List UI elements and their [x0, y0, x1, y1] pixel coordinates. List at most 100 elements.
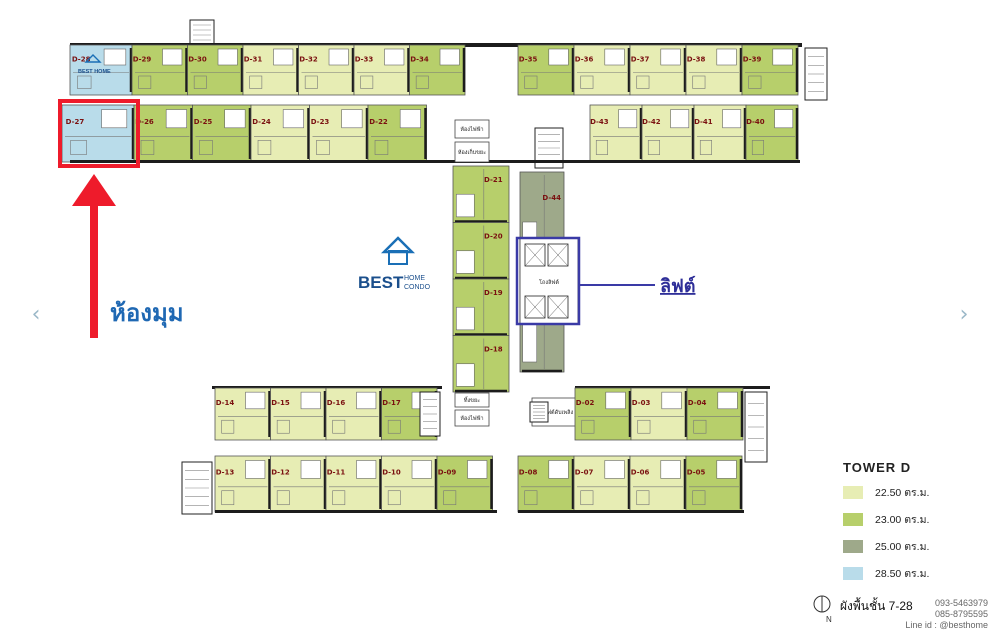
bathroom: [716, 48, 737, 66]
bathroom: [245, 460, 266, 479]
unit-d-43: D-43: [589, 104, 643, 163]
bathroom: [300, 460, 321, 479]
bathroom: [722, 109, 742, 129]
furniture: [636, 75, 650, 89]
bathroom: [774, 109, 794, 129]
bathroom: [467, 460, 488, 479]
unit-label: D-30: [188, 56, 207, 64]
unit-label: D-42: [642, 118, 661, 126]
garbage-room-frame: [454, 141, 490, 163]
unit-label: D-27: [66, 118, 85, 126]
north-arrow-icon: N: [813, 595, 832, 624]
unit-label: D-28: [72, 56, 91, 64]
unit-label: D-14: [216, 399, 235, 407]
furniture: [580, 490, 594, 506]
bathroom: [661, 391, 682, 410]
next-arrow-icon[interactable]: ›: [959, 302, 969, 327]
furniture: [636, 490, 650, 506]
unit-label: D-05: [687, 468, 706, 476]
floor-label: ผังพื้นชั้น 7-28: [840, 599, 913, 613]
bathroom: [101, 109, 128, 129]
bathroom: [660, 460, 681, 479]
furniture: [221, 419, 235, 434]
bottom-wall-4l: [215, 510, 497, 513]
bathroom: [670, 109, 690, 129]
unit-label: D-06: [631, 468, 650, 476]
unit-label: D-21: [484, 176, 503, 184]
bathroom: [217, 48, 238, 66]
bathroom: [717, 391, 738, 410]
legend-swatch: [843, 540, 863, 553]
furniture: [443, 490, 457, 506]
lift-x: [547, 243, 569, 267]
bathroom: [618, 109, 638, 129]
unit-d-15: D-15: [270, 387, 327, 441]
lift-car: [547, 243, 569, 267]
furniture: [524, 490, 538, 506]
unit-d-13: D-13: [214, 455, 271, 513]
unit-label: D-09: [438, 468, 457, 476]
unit-fill: [630, 387, 688, 441]
watermark-condo: CONDO: [404, 284, 431, 291]
unit-d-11: D-11: [325, 455, 382, 513]
unit-d-30: D-30: [187, 44, 244, 96]
bathroom: [356, 460, 377, 479]
unit-d-40: D-40: [745, 104, 799, 163]
unit-label: D-24: [252, 118, 271, 126]
bathroom: [356, 391, 377, 410]
watermark-small-text: BEST HOME: [78, 69, 111, 75]
furniture: [692, 75, 706, 89]
bathroom: [548, 48, 569, 66]
bathroom: [384, 48, 405, 66]
bathroom: [103, 48, 127, 66]
bathroom: [456, 250, 475, 274]
unit-d-27: D-27: [61, 104, 135, 163]
unit-d-08: D-08: [517, 455, 575, 513]
unit-d-33: D-33: [353, 44, 410, 96]
unit-label: D-22: [369, 118, 388, 126]
unit-d-37: D-37: [629, 44, 687, 96]
bathroom: [165, 109, 187, 129]
legend-swatch: [843, 513, 863, 526]
prev-arrow-icon[interactable]: ‹: [31, 302, 41, 327]
unit-label: D-16: [327, 399, 346, 407]
unit-d-04: D-04: [686, 387, 744, 441]
stair: [419, 391, 441, 437]
bathroom: [456, 306, 475, 331]
legend-label: 23.00 ตร.ม.: [875, 514, 930, 526]
unit-d-09: D-09: [436, 455, 493, 513]
furniture: [387, 490, 401, 506]
bathroom: [328, 48, 349, 66]
unit-d-19: D-19: [452, 278, 510, 336]
furniture: [581, 419, 595, 434]
bathroom: [548, 460, 569, 479]
unit-d-41: D-41: [693, 104, 747, 163]
unit-d-21: D-21: [452, 165, 510, 223]
unit-label: D-31: [244, 56, 263, 64]
unit-label: D-36: [575, 56, 594, 64]
unit-label: D-18: [484, 345, 503, 353]
phone-1: 093-5463979: [934, 598, 988, 608]
unit-label: D-02: [576, 399, 595, 407]
mid-wall: [70, 160, 800, 163]
unit-label: D-23: [311, 118, 330, 126]
unit-d-25: D-25: [192, 104, 252, 163]
legend-item: 25.00 ตร.ม.: [843, 537, 993, 556]
watermark-best: BEST: [358, 273, 404, 292]
unit-d-06: D-06: [629, 455, 687, 513]
furniture: [637, 419, 651, 434]
furniture: [360, 75, 374, 89]
unit-d-29: D-29: [131, 44, 188, 96]
bathroom: [605, 391, 626, 410]
electric-room-bottom-frame: [454, 409, 490, 427]
legend: TOWER D 22.50 ตร.ม. 23.00 ตร.ม. 25.00 ตร…: [843, 460, 993, 583]
bathroom: [522, 321, 538, 363]
bathroom: [439, 48, 460, 66]
contact-footer: 093-5463979 085-8795595 Line id : @besth…: [905, 598, 988, 631]
arrow-up-icon: [72, 174, 116, 206]
unit-label: D-26: [135, 118, 154, 126]
unit-label: D-41: [694, 118, 713, 126]
furniture: [249, 75, 263, 89]
